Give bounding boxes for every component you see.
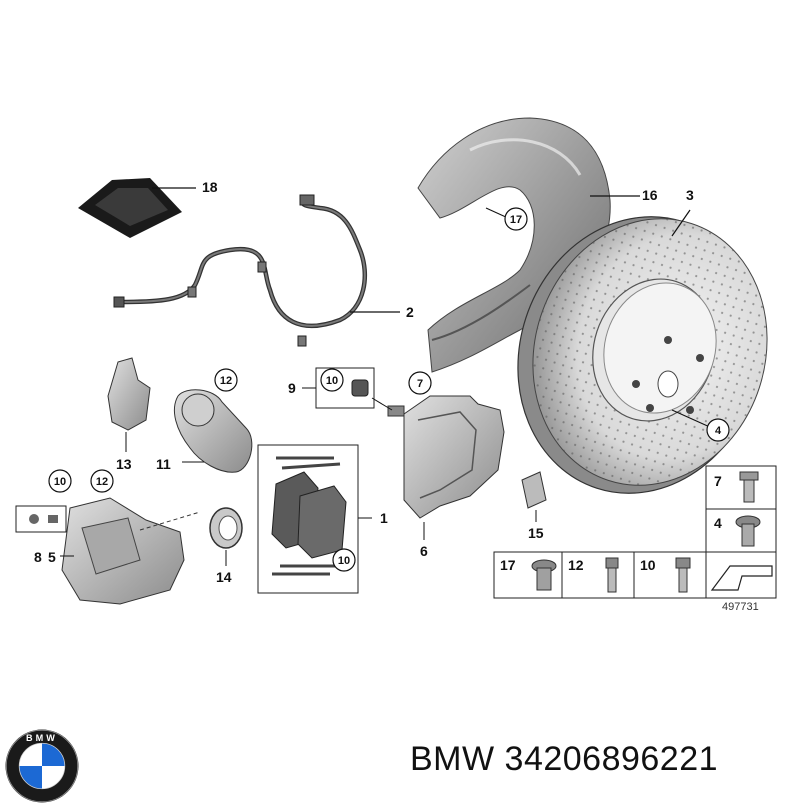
svg-text:7: 7 <box>417 378 423 390</box>
label-9: 9 <box>288 380 296 396</box>
nut-17-icon <box>531 559 557 591</box>
part-11-actuator <box>174 389 253 473</box>
table-label-4: 4 <box>714 515 722 531</box>
callout-10-pads: 10 <box>332 548 356 572</box>
part-6-caliper-carrier <box>371 395 505 540</box>
svg-text:4: 4 <box>715 425 722 437</box>
bolt-12-icon <box>605 557 619 593</box>
part-2-wear-sensor <box>113 194 400 347</box>
label-3: 3 <box>686 187 694 203</box>
table-label-7: 7 <box>714 473 722 489</box>
svg-text:12: 12 <box>96 476 108 488</box>
part-18-anti-noise-paste <box>78 178 196 238</box>
label-2: 2 <box>406 304 414 320</box>
svg-text:10: 10 <box>326 375 338 387</box>
svg-text:10: 10 <box>54 476 66 488</box>
fasteners-table <box>493 465 777 599</box>
label-14: 14 <box>216 569 232 585</box>
label-1: 1 <box>380 510 388 526</box>
part-15-spring-clip <box>521 471 547 522</box>
svg-text:12: 12 <box>220 375 232 387</box>
bmw-roundel-logo: BMW <box>5 729 79 803</box>
bolt-10-icon <box>675 557 691 593</box>
callout-10-caliper: 10 <box>48 469 72 493</box>
label-15: 15 <box>528 525 544 541</box>
part-16-protection-plate <box>417 117 640 373</box>
label-6: 6 <box>420 543 428 559</box>
label-5: 5 <box>48 549 56 565</box>
bolt-7-icon <box>739 471 759 503</box>
table-label-17: 17 <box>500 557 516 573</box>
label-16: 16 <box>642 187 658 203</box>
label-8: 8 <box>34 549 42 565</box>
callout-12-caliper: 12 <box>90 469 114 493</box>
label-18: 18 <box>202 179 218 195</box>
part-5-brake-caliper <box>15 497 201 605</box>
part-14-repair-kit-seal <box>209 507 243 566</box>
part-1-brake-pads-box <box>257 444 372 594</box>
reference-number: 497731 <box>722 601 759 613</box>
svg-text:BMW: BMW <box>26 733 58 743</box>
label-13: 13 <box>116 456 132 472</box>
callout-7: 7 <box>408 371 432 395</box>
part-13-bracket <box>107 357 151 452</box>
callout-17-top: 17 <box>504 207 528 231</box>
callout-4: 4 <box>706 418 730 442</box>
table-label-12: 12 <box>568 557 584 573</box>
part-9-box <box>302 367 375 409</box>
callout-12-actuator: 12 <box>214 368 238 392</box>
svg-text:17: 17 <box>510 214 522 226</box>
brand-part-number: BMW 34206896221 <box>410 740 719 778</box>
table-label-10: 10 <box>640 557 656 573</box>
part-3-brake-disc <box>517 209 768 494</box>
callout-10-box9: 10 <box>320 368 344 392</box>
label-11: 11 <box>156 456 171 472</box>
direction-arrow-icon <box>710 565 773 591</box>
bolt-4-icon <box>735 515 761 547</box>
svg-text:10: 10 <box>338 555 350 567</box>
